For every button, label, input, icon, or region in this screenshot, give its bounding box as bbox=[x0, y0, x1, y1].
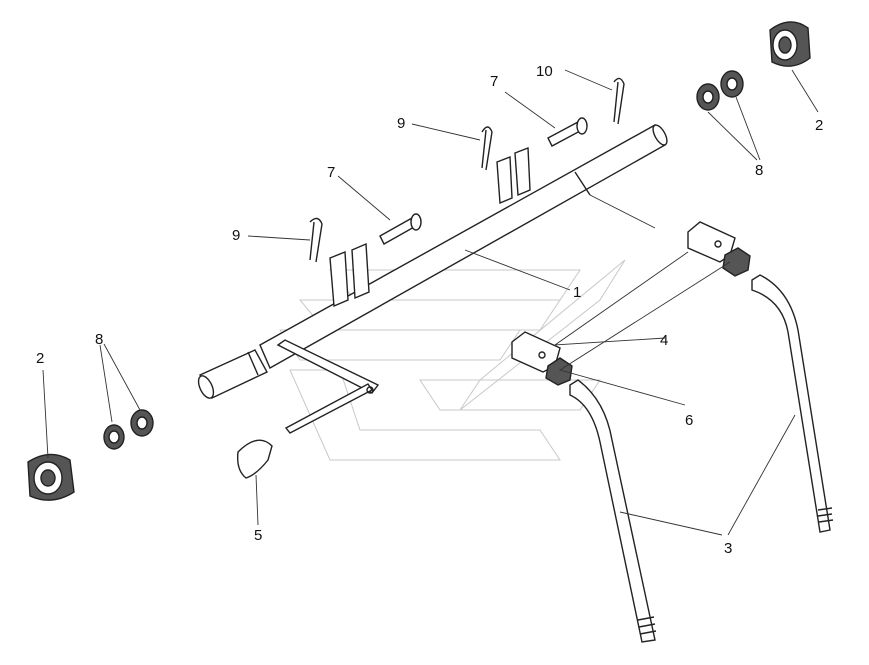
callout-1: 1 bbox=[573, 284, 581, 301]
grommet-right bbox=[769, 21, 811, 67]
callout-9-top: 9 bbox=[397, 115, 405, 132]
main-shaft bbox=[197, 124, 668, 434]
callout-3: 3 bbox=[724, 540, 732, 557]
callout-8-left: 8 bbox=[95, 331, 103, 348]
callout-9-mid: 9 bbox=[232, 227, 240, 244]
grommet-left bbox=[27, 453, 75, 501]
callout-4: 4 bbox=[660, 332, 668, 349]
callout-7-top: 7 bbox=[490, 73, 498, 90]
leader-lines bbox=[42, 69, 819, 536]
washers-right bbox=[696, 70, 744, 111]
washers-left bbox=[103, 409, 154, 450]
callout-10: 10 bbox=[536, 63, 553, 80]
callout-2-right: 2 bbox=[815, 117, 823, 134]
cotter-pins bbox=[309, 77, 625, 263]
callout-7-mid: 7 bbox=[327, 164, 335, 181]
nuts bbox=[545, 247, 751, 386]
callout-6: 6 bbox=[685, 412, 693, 429]
callouts: 2 10 7 9 8 7 9 1 4 6 2 8 5 3 bbox=[36, 63, 823, 557]
callout-5: 5 bbox=[254, 527, 262, 544]
pins bbox=[379, 117, 588, 245]
callout-8-right: 8 bbox=[755, 162, 763, 179]
u-bolts bbox=[569, 274, 834, 643]
cap bbox=[236, 439, 273, 479]
callout-2-left: 2 bbox=[36, 350, 44, 367]
